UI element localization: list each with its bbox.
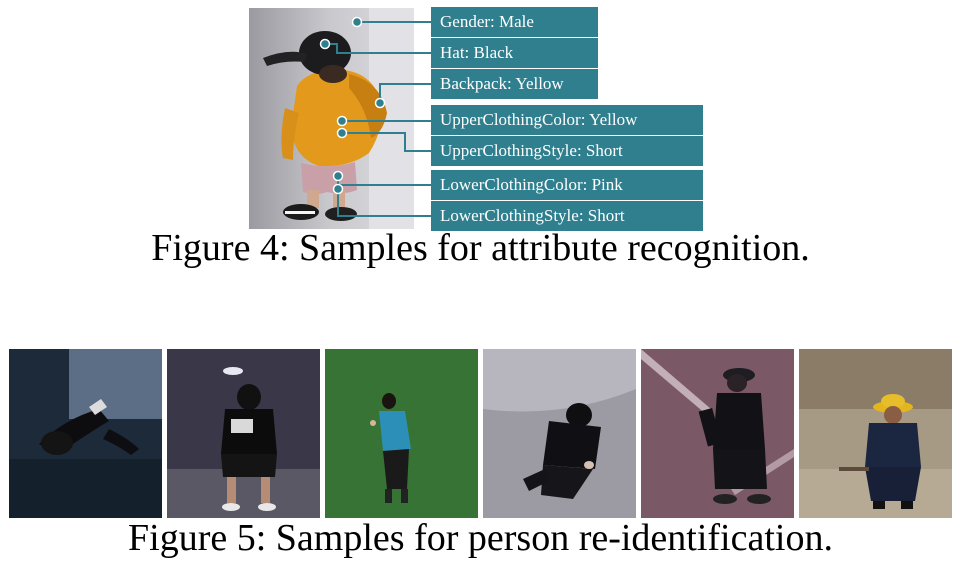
reid-sample-2 — [167, 349, 320, 518]
reid-sample-6 — [799, 349, 952, 518]
figure-4-caption: Figure 4: Samples for attribute recognit… — [151, 227, 810, 269]
figure-5-caption: Figure 5: Samples for person re-identifi… — [128, 517, 833, 559]
reid-sample-4 — [483, 349, 636, 518]
reid-sample-3 — [325, 349, 478, 518]
reid-sample-5 — [641, 349, 794, 518]
attribute-tag-lower-clothing-style: LowerClothingStyle: Short — [431, 201, 703, 231]
figure-4: Gender: Male Hat: Black Backpack: Yellow… — [0, 0, 961, 270]
attribute-tag-gender: Gender: Male — [431, 7, 598, 37]
attribute-tag-lower-clothing-color: LowerClothingColor: Pink — [431, 170, 703, 200]
reid-sample-1 — [9, 349, 162, 518]
attribute-sample-photo — [249, 8, 414, 229]
attribute-tag-upper-clothing-style: UpperClothingStyle: Short — [431, 136, 703, 166]
attribute-tag-backpack: Backpack: Yellow — [431, 69, 598, 99]
attribute-tag-hat: Hat: Black — [431, 38, 598, 68]
attribute-tag-upper-clothing-color: UpperClothingColor: Yellow — [431, 105, 703, 135]
